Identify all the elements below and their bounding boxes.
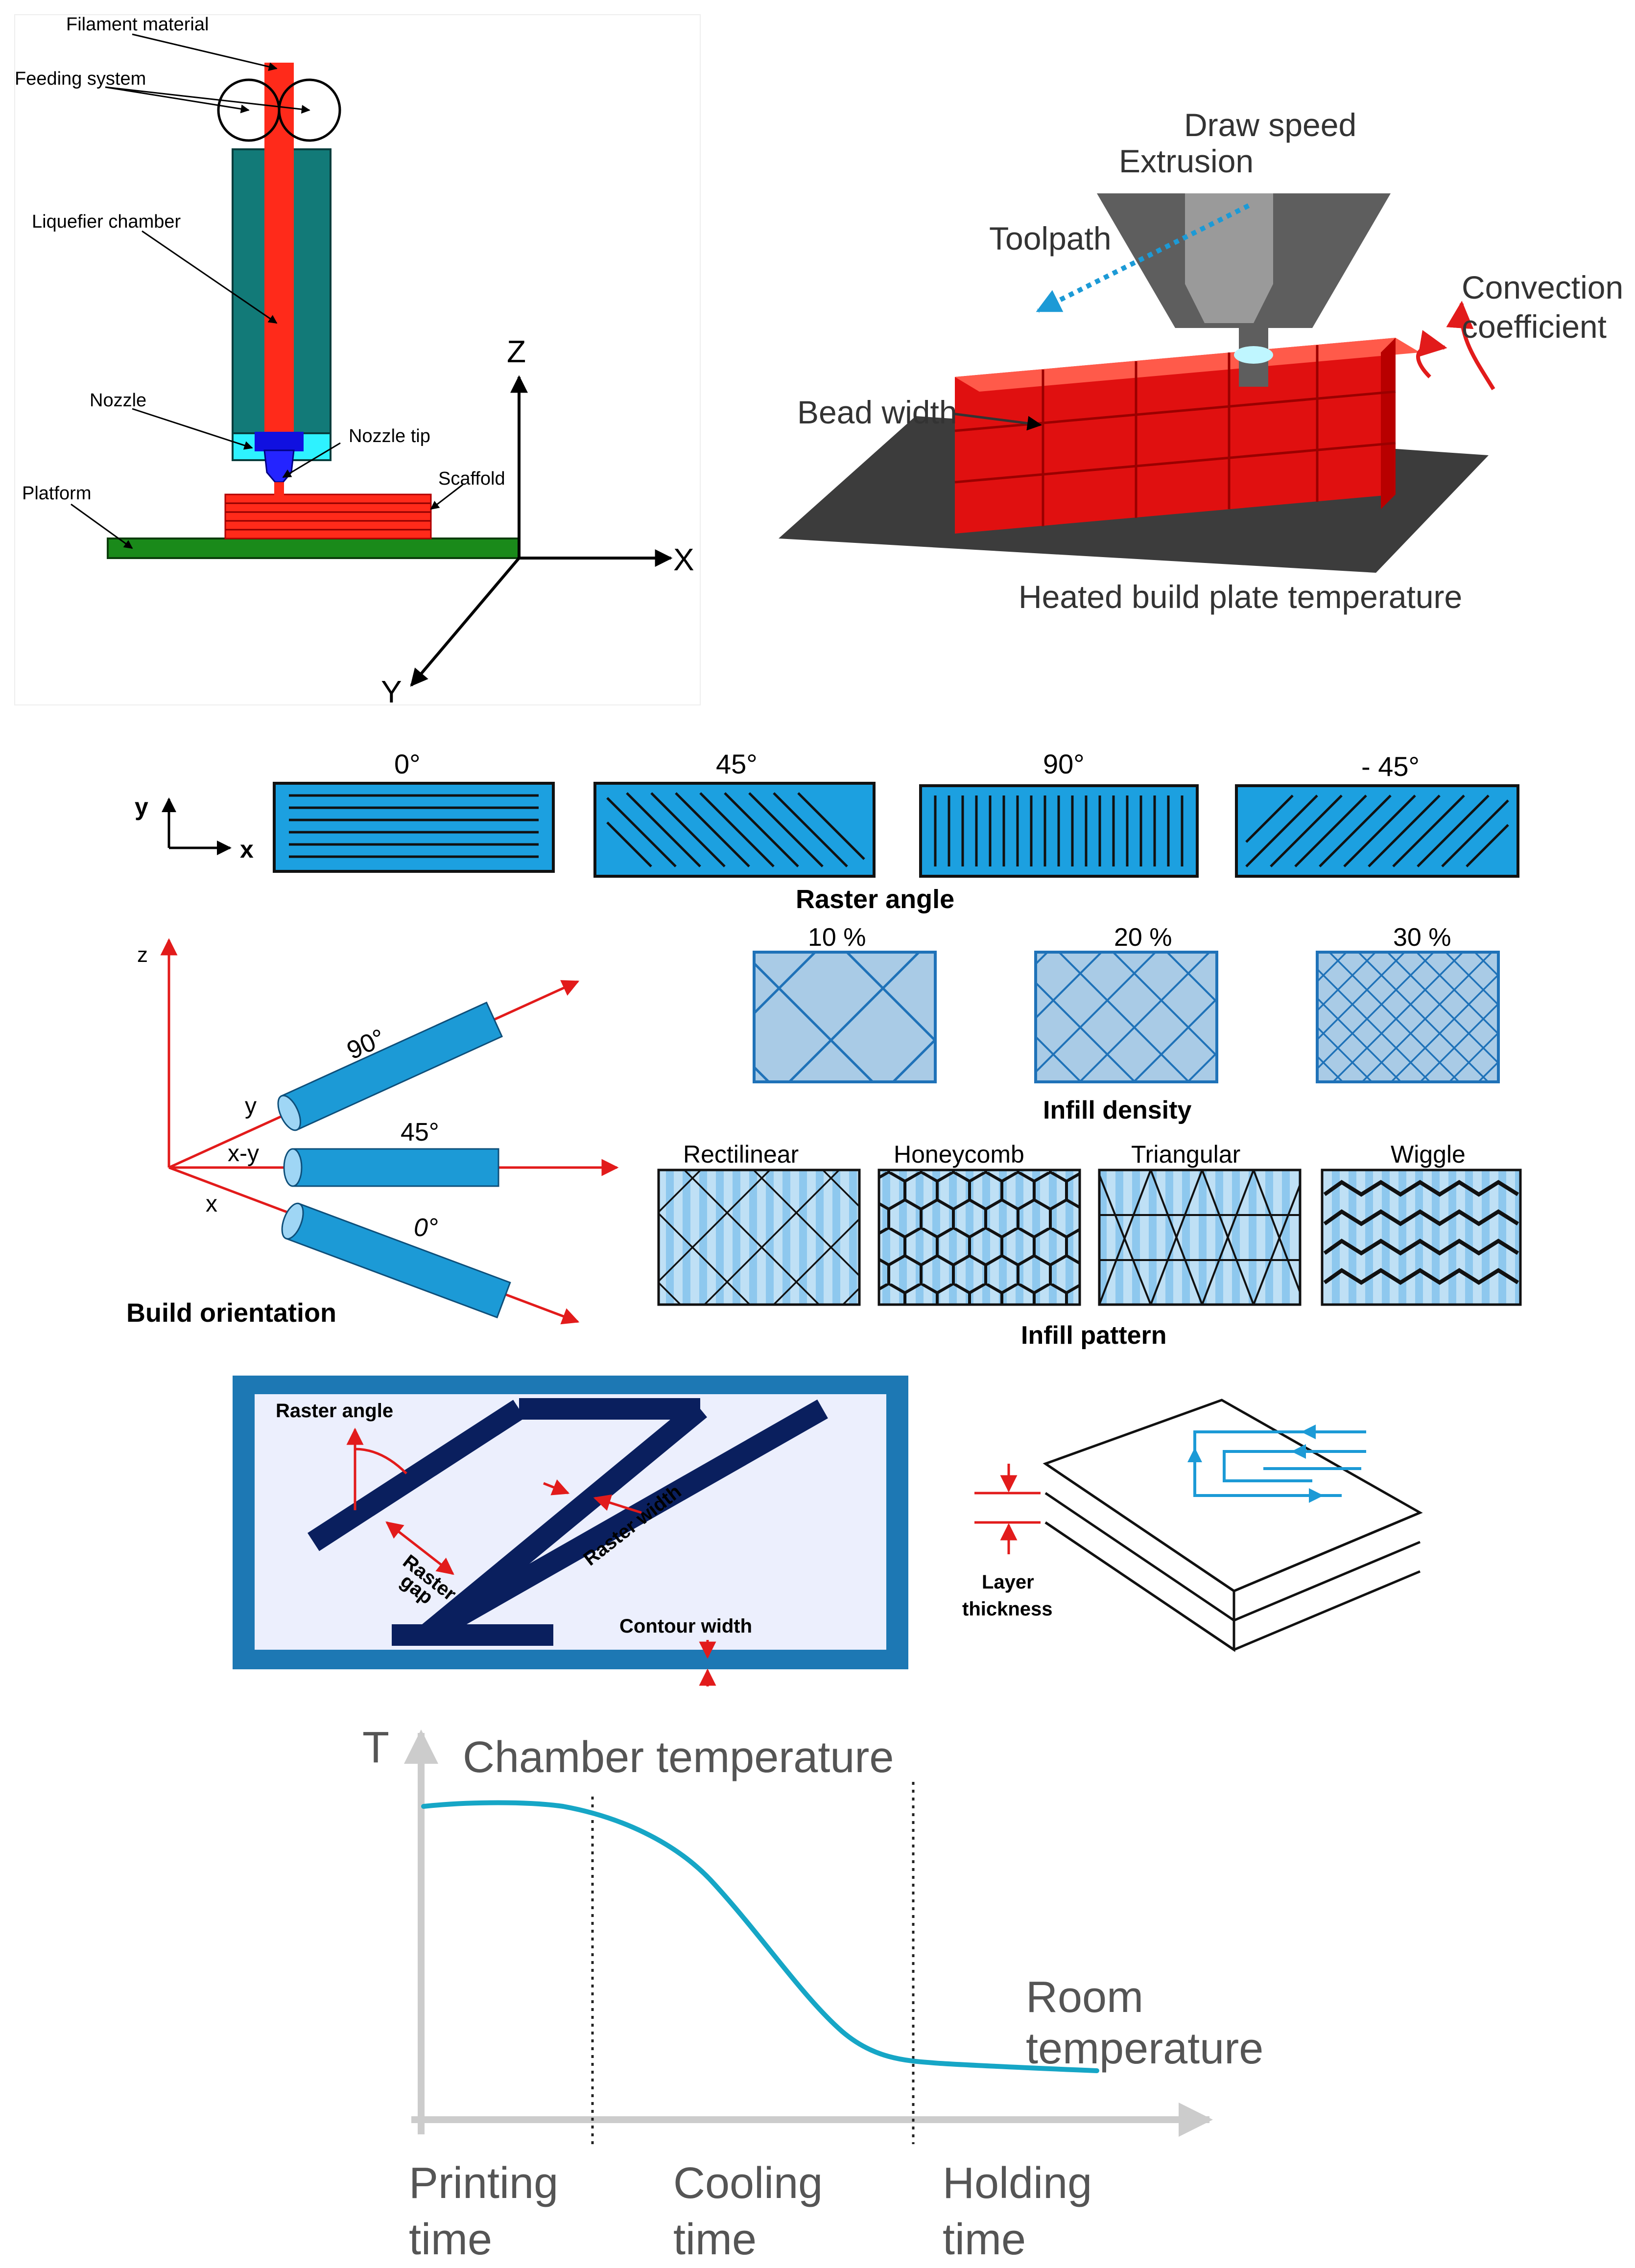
temperature-plot-panel: T Chamber temperature Room temperature P… (362, 1723, 1263, 2264)
density-label-10: 10 % (808, 923, 866, 952)
density-label-20: 20 % (1114, 923, 1172, 952)
pattern-triangular (1098, 1169, 1302, 1306)
raster-angle-0: 0° (394, 748, 421, 779)
xyz-axes (410, 375, 673, 687)
phase-holding: Holding (943, 2159, 1092, 2208)
label-build-plate-temperature: Heated build plate temperature (1019, 579, 1462, 615)
schematic-leaders (71, 33, 463, 549)
label-chamber-temperature: Chamber temperature (463, 1733, 894, 1782)
phase-printing: Printing (409, 2159, 558, 2208)
label-convection: Convection (1462, 269, 1623, 305)
label-feeding-system: Feeding system (15, 69, 146, 89)
density-20 (1034, 951, 1218, 1083)
process-parameters-panel: Draw speed Extrusion Toolpath Convection… (779, 107, 1623, 615)
label-thickness: thickness (962, 1598, 1053, 1620)
label-extrusion: Extrusion (1119, 143, 1254, 179)
raster-axis-x: x (240, 836, 254, 863)
toolpath-arrow (1036, 203, 1250, 313)
platform (107, 538, 520, 559)
raster-angle-minus-45: - 45° (1361, 751, 1420, 782)
raster-angle-title: Raster angle (796, 885, 954, 914)
raster-angle-panel: y x (135, 748, 1519, 914)
nozzle (255, 432, 304, 497)
layer-thickness-panel: Layer thickness (962, 1399, 1423, 1652)
scaffold (224, 493, 432, 539)
raster-annotations (346, 1427, 716, 1686)
infill-pattern-title: Infill pattern (1021, 1321, 1167, 1350)
label-filament-material: Filament material (66, 14, 209, 35)
orientation-angle-0: 0° (414, 1214, 438, 1242)
layer-thickness-markers (974, 1464, 1041, 1554)
orientation-angle-45: 45° (401, 1118, 439, 1146)
label-scaffold: Scaffold (438, 468, 505, 489)
orientation-axis-z: z (137, 943, 148, 967)
label-platform: Platform (22, 483, 91, 504)
pattern-honeycomb (877, 1169, 1081, 1306)
filament (264, 63, 294, 440)
build-orientation-panel: z y x-y x 90° 45° 0° Build orientation (126, 938, 619, 1328)
label-toolpath: Toolpath (989, 220, 1112, 257)
density-label-30: 30 % (1393, 923, 1451, 952)
phase-cooling: Cooling (673, 2159, 823, 2208)
raster-angle-45: 45° (716, 748, 758, 779)
label-bead-width: Bead width (797, 394, 957, 430)
raster-angle-90: 90° (1043, 748, 1085, 779)
pattern-label-triangular: Triangular (1131, 1141, 1240, 1168)
infill-density-title: Infill density (1043, 1096, 1191, 1124)
orientation-axis-xy: x-y (228, 1141, 259, 1167)
cylinder-90 (277, 1002, 503, 1131)
extruder-nozzle (1097, 193, 1391, 387)
phase-printing-time: time (409, 2215, 492, 2264)
raster-geometry-panel: Raster angle Raster width Raster gap Con… (233, 1376, 908, 1686)
raster-sample-minus-45 (1235, 784, 1519, 878)
fdm-schematic-panel: Z X Y Filament material Feeding system L… (14, 14, 701, 709)
toolpath-spiral (1187, 1425, 1366, 1503)
label-room: Room (1026, 1973, 1143, 2022)
label-room-temperature: temperature (1026, 2024, 1263, 2073)
pattern-label-rectilinear: Rectilinear (683, 1141, 799, 1168)
density-10 (753, 951, 937, 1083)
label-draw-speed: Draw speed (1184, 107, 1356, 143)
build-orientation-title: Build orientation (126, 1298, 336, 1328)
label-nozzle: Nozzle (90, 390, 146, 411)
label-layer: Layer (982, 1571, 1034, 1593)
plot-y-axis-label: T (362, 1723, 389, 1772)
infill-pattern-panel: Rectilinear Honeycomb Triangular Wiggle … (657, 1141, 1522, 1350)
pattern-rectilinear (657, 1169, 861, 1306)
raster-beads (308, 1398, 828, 1646)
phase-holding-time: time (943, 2215, 1026, 2264)
raster-sample-45 (593, 782, 876, 878)
axis-x-label: X (673, 542, 694, 577)
feeding-rollers (217, 78, 341, 142)
label-contour-width: Contour width (619, 1615, 752, 1637)
label-raster-angle: Raster angle (276, 1400, 393, 1422)
raster-sample-90 (919, 784, 1199, 878)
convection-arrows (1416, 301, 1495, 391)
phase-cooling-time: time (673, 2215, 757, 2264)
bead-stack (954, 338, 1420, 534)
density-30 (1316, 951, 1500, 1083)
infill-density-panel: 10 % 20 % 30 % Infill density (753, 923, 1500, 1124)
axis-y-label: Y (381, 674, 402, 709)
cylinder-45 (283, 1148, 499, 1187)
label-liquefier-chamber: Liquefier chamber (32, 211, 181, 232)
pattern-wiggle (1321, 1169, 1522, 1306)
cylinder-0 (281, 1202, 511, 1319)
label-coefficient: coefficient (1462, 308, 1607, 345)
label-nozzle-tip: Nozzle tip (349, 426, 430, 446)
layer-stack (1043, 1399, 1423, 1652)
bead-width-arrow (952, 412, 1042, 431)
raster-sample-0 (273, 782, 555, 873)
orientation-axis-x: x (206, 1191, 217, 1217)
pattern-label-wiggle: Wiggle (1391, 1141, 1466, 1168)
pattern-label-honeycomb: Honeycomb (894, 1141, 1024, 1168)
axis-z-label: Z (507, 334, 526, 369)
orientation-axis-y: y (245, 1093, 257, 1119)
temperature-curve (421, 1800, 1099, 2073)
raster-axis-y: y (135, 793, 148, 820)
